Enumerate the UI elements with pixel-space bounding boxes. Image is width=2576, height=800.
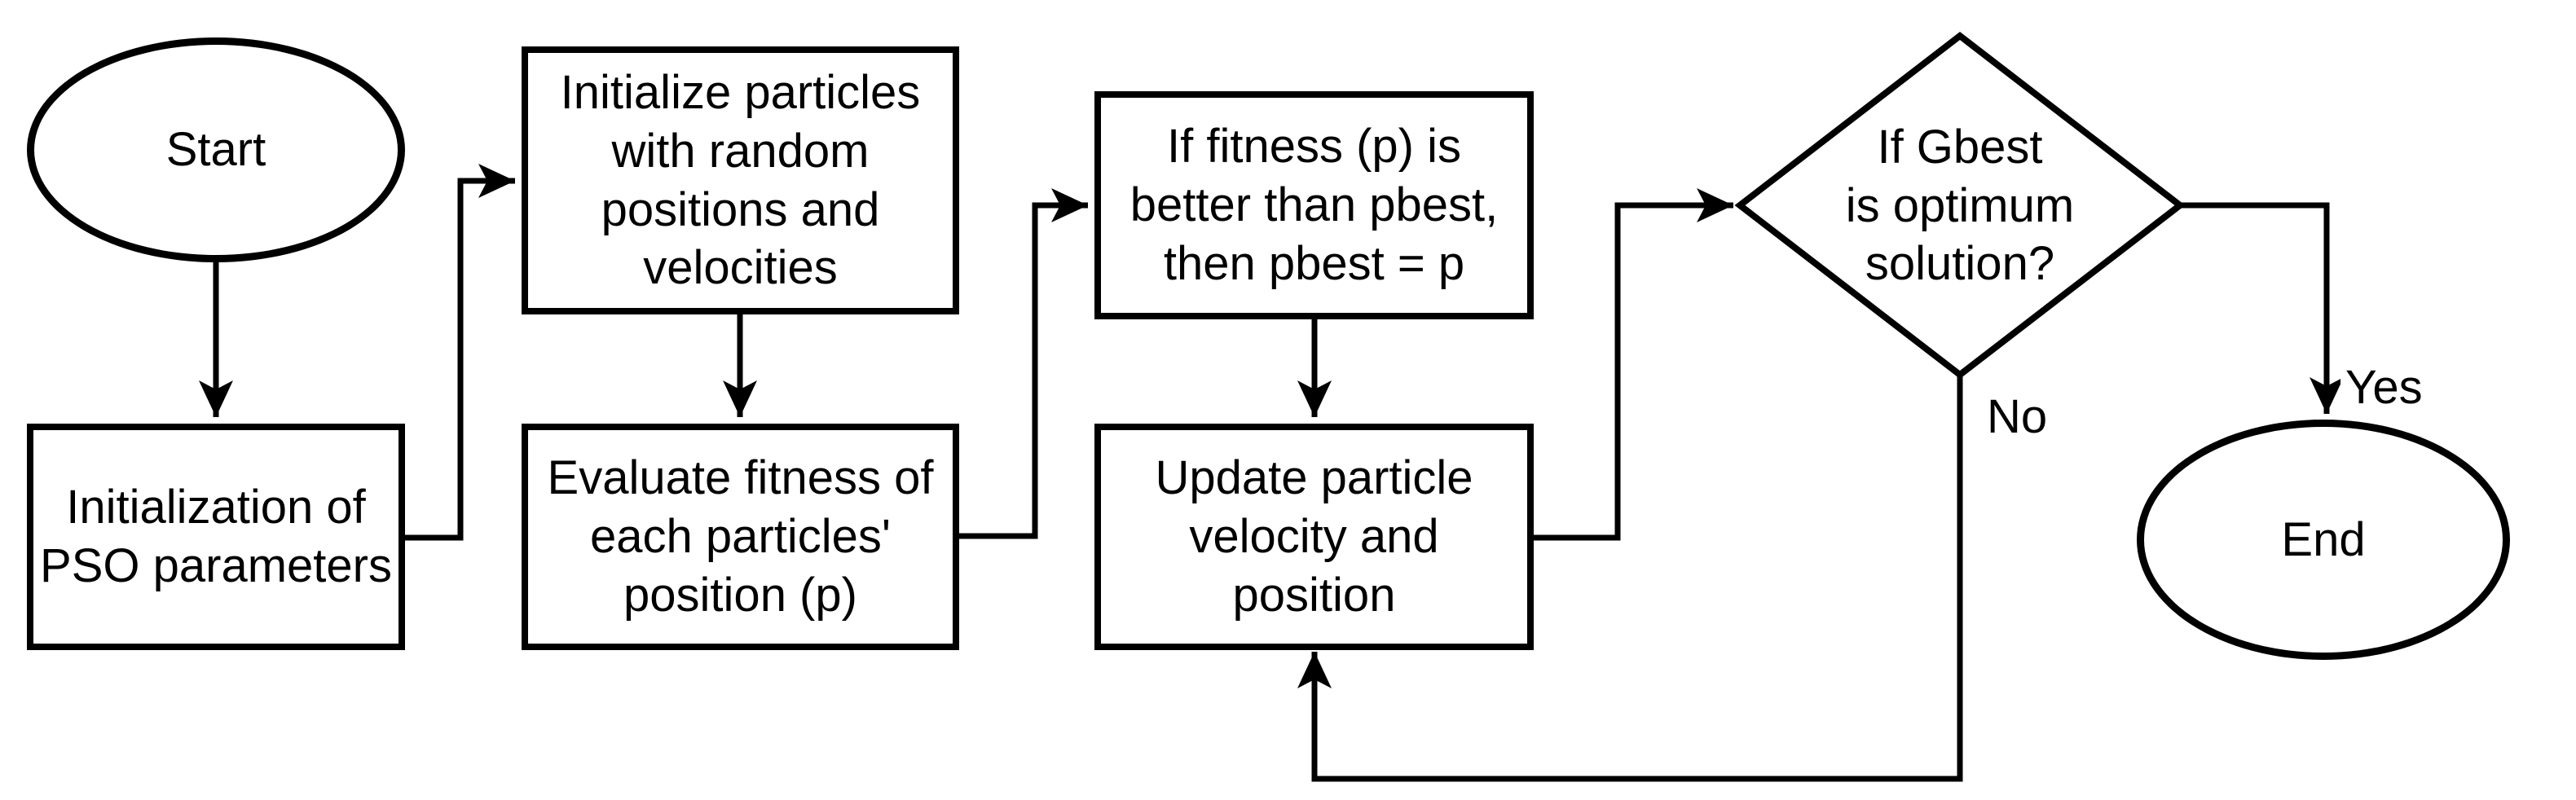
update-particle-label: Update particle velocity and position [1155,451,1473,622]
edge-evaluate-fitness-to-pbest-update [959,188,1088,539]
end-label: End [2281,512,2366,566]
init-pso-parameters-label: Initialization of PSO parameters [40,481,392,592]
yes-edge-label: Yes [2340,360,2428,415]
start-terminator: Start [27,37,405,262]
gbest-decision-diamond: If Gbest is optimum solution? [1756,94,2164,318]
initialize-particles-box: Initialize particles with random positio… [522,46,959,314]
update-particle-box: Update particle velocity and position [1094,424,1534,650]
edge-decision-yes-to-end [2180,202,2344,414]
start-label: Start [165,123,266,177]
edge-update-particle-to-decision [1534,188,1733,541]
initialize-particles-label: Initialize particles with random positio… [560,65,921,295]
decision-diamond-shape [1734,31,2186,380]
gbest-decision-label: If Gbest is optimum solution? [1845,120,2075,291]
evaluate-fitness-label: Evaluate fitness of each particles' posi… [547,451,934,622]
edge-decision-no-to-update-particle [1297,375,1963,782]
no-edge-label: No [1982,389,2053,445]
edge-init-params-to-init-particles [405,164,515,541]
pbest-update-box: If fitness (p) is better than pbest, the… [1094,91,1534,319]
init-pso-parameters-box: Initialization of PSO parameters [27,424,405,650]
evaluate-fitness-box: Evaluate fitness of each particles' posi… [522,424,959,650]
end-terminator: End [2137,420,2510,660]
pbest-update-label: If fitness (p) is better than pbest, the… [1129,120,1499,290]
